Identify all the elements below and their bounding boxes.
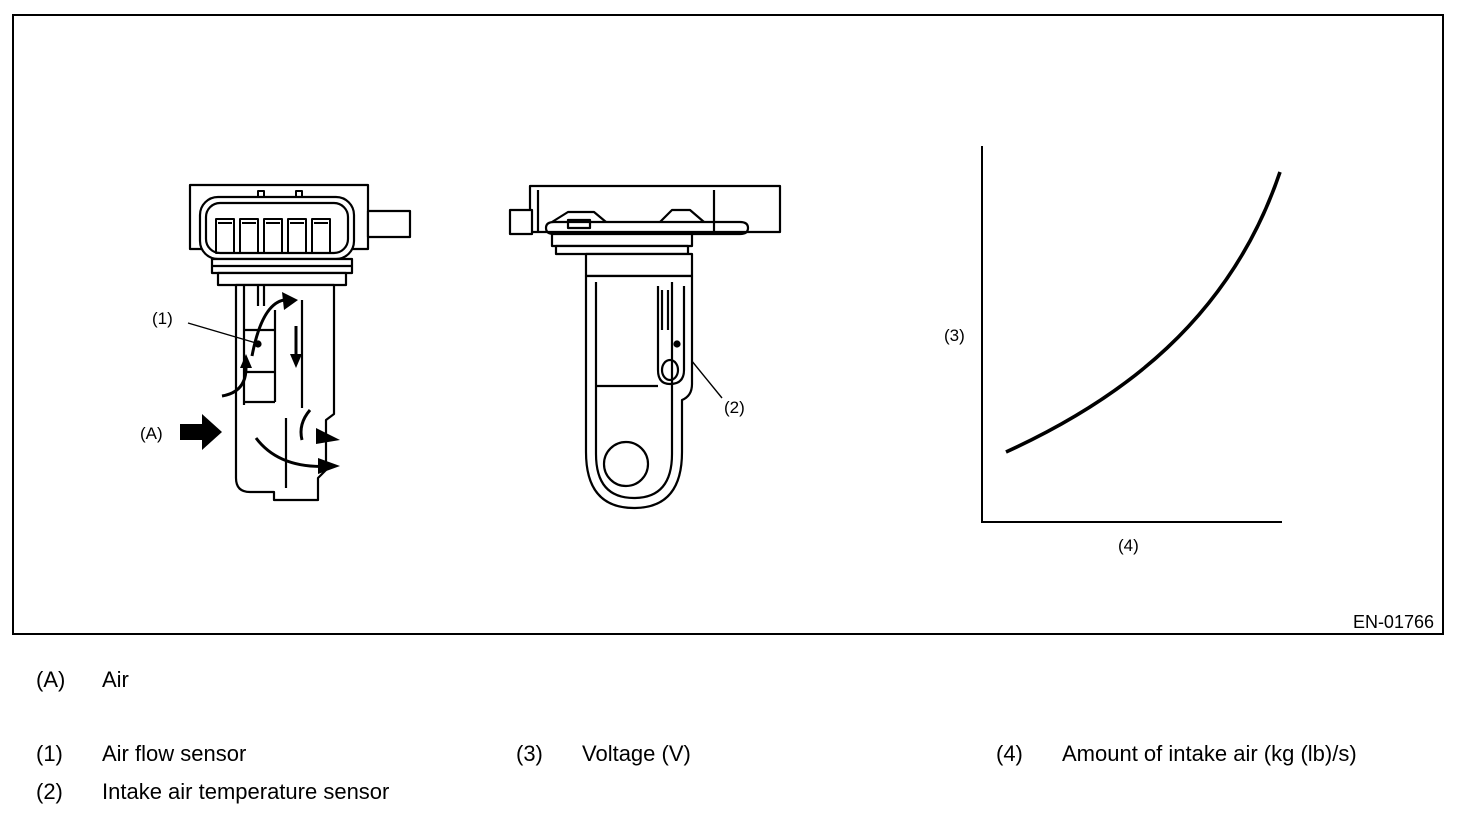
graph-y-axis-label: (3) [944,326,965,345]
graph-x-axis-label: (4) [1118,536,1139,555]
figure-frame [12,14,1444,635]
callout-2: (2) [724,398,745,417]
sensor-side-view [508,184,782,510]
airflow-arrows [221,298,333,468]
legend-key: (4) [996,741,1023,766]
legend-text: Voltage (V) [582,741,691,766]
legend-text: Air flow sensor [102,741,247,766]
legend-key: (A) [36,667,66,692]
sensor-front-view [188,183,412,502]
legend-text: Air [102,667,129,692]
legend-key: (2) [36,779,63,804]
legend-key: (1) [36,741,63,766]
legend-text: Intake air temperature sensor [102,779,390,804]
callout-1: (1) [152,309,173,328]
figure-code: EN-01766 [1352,612,1434,632]
air-inlet-arrow [180,414,222,450]
graph-axes [981,146,1282,523]
graph-curve [1005,171,1282,454]
legend-text: Amount of intake air (kg (lb)/s) [1062,741,1357,766]
callout-A: (A) [140,424,163,443]
legend-key: (3) [516,741,543,766]
voltage-graph [981,146,1282,523]
